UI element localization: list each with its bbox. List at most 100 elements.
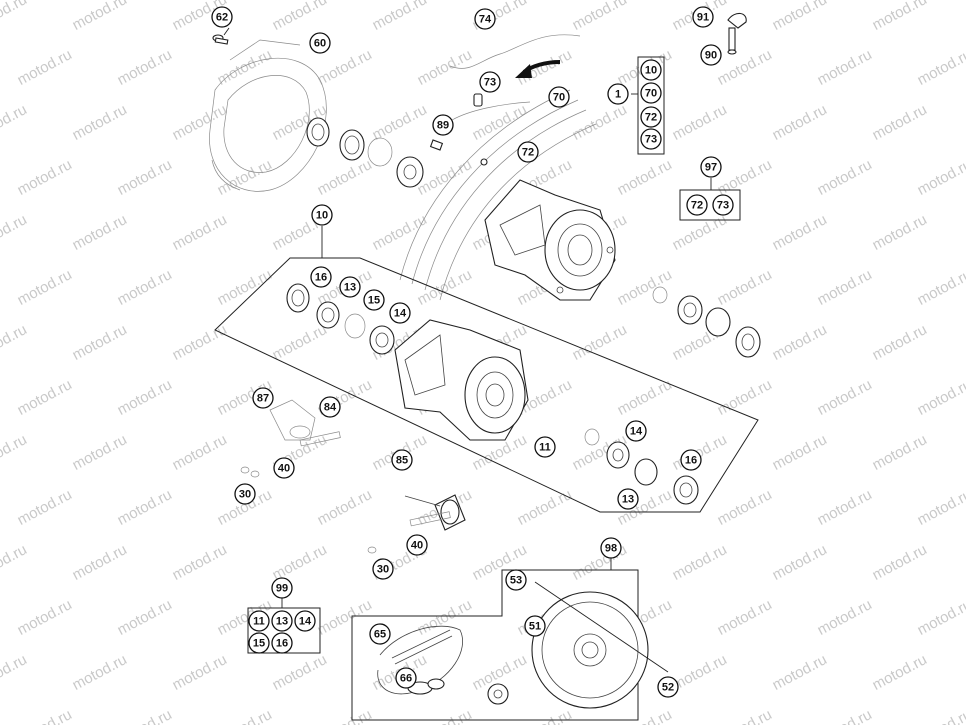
callout-90: 90 (700, 44, 722, 66)
callout-label: 30 (239, 489, 251, 501)
callout-label: 16 (685, 455, 697, 467)
callout-circle (363, 289, 385, 311)
callout-circle (700, 156, 722, 178)
callout-52: 52 (657, 676, 679, 698)
callout-circle (395, 667, 417, 689)
callout-label: 97 (705, 162, 717, 174)
left-small-parts (240, 399, 341, 478)
callout-66: 66 (395, 667, 417, 689)
callout-30: 30 (372, 558, 394, 580)
cable-74 (449, 34, 581, 69)
callout-73: 73 (479, 71, 501, 93)
callout-circle (534, 436, 556, 458)
wheel-rim (399, 89, 597, 301)
callout-circle (372, 558, 394, 580)
callout-13: 13 (617, 488, 639, 510)
callout-89: 89 (432, 114, 454, 136)
callout-98: 98 (600, 537, 622, 559)
callout-circle (271, 577, 293, 599)
callout-10: 10 (640, 59, 662, 81)
callout-circle (273, 457, 295, 479)
callout-15: 15 (363, 289, 385, 311)
callout-30: 30 (234, 483, 256, 505)
callout-70: 70 (548, 86, 570, 108)
callout-circle (712, 194, 734, 216)
callout-label: 72 (522, 147, 534, 159)
callout-label: 72 (691, 200, 703, 212)
callout-label: 15 (368, 295, 380, 307)
callout-circle (607, 83, 629, 105)
callout-circle (640, 82, 662, 104)
callout-label: 13 (344, 282, 356, 294)
callout-circle (271, 610, 293, 632)
callout-65: 65 (369, 623, 391, 645)
callout-circle (686, 194, 708, 216)
callout-label: 11 (539, 442, 551, 454)
callout-label: 13 (622, 494, 634, 506)
callout-circle (625, 420, 647, 442)
upper-bearing-stack (306, 117, 444, 188)
callout-40: 40 (273, 457, 295, 479)
brake-disc-top (209, 39, 327, 192)
callout-label: 14 (630, 426, 643, 438)
callout-label: 14 (394, 308, 407, 320)
callout-14: 14 (625, 420, 647, 442)
screw-62 (212, 34, 229, 45)
callout-circle (700, 44, 722, 66)
callout-11: 11 (534, 436, 556, 458)
kit-97-box (679, 189, 741, 221)
callout-label: 65 (374, 629, 386, 641)
callout-circle (505, 569, 527, 591)
callout-13: 13 (339, 276, 361, 298)
callout-label: 74 (479, 14, 492, 26)
callout-13: 13 (271, 610, 293, 632)
callout-circle (640, 59, 662, 81)
callout-72: 72 (517, 141, 539, 163)
callout-label: 85 (396, 455, 408, 467)
callout-60: 60 (309, 32, 331, 54)
axle-85-40 (367, 494, 466, 554)
callout-circle (248, 632, 270, 654)
callout-72: 72 (640, 106, 662, 128)
callout-label: 60 (314, 38, 326, 50)
callout-99: 99 (271, 577, 293, 599)
callout-label: 73 (484, 77, 496, 89)
callout-circle (617, 488, 639, 510)
callout-circle (211, 6, 233, 28)
callout-84: 84 (319, 396, 341, 418)
callout-10: 10 (311, 204, 333, 226)
callout-label: 62 (216, 12, 228, 24)
kit-98-outline (351, 569, 639, 721)
callout-circle (252, 387, 274, 409)
callout-circle (640, 106, 662, 128)
callout-circle (309, 32, 331, 54)
callout-51: 51 (524, 615, 546, 637)
callout-circle (474, 8, 496, 30)
hub-top (484, 179, 616, 301)
callout-62: 62 (211, 6, 233, 28)
callout-circle (369, 623, 391, 645)
callout-label: 84 (324, 402, 337, 414)
callout-label: 87 (257, 393, 269, 405)
callout-label: 40 (411, 540, 423, 552)
callout-73: 73 (640, 128, 662, 150)
callout-14: 14 (389, 302, 411, 324)
callout-circle (432, 114, 454, 136)
callout-label: 51 (529, 621, 541, 633)
callout-85: 85 (391, 449, 413, 471)
callout-circle (406, 534, 428, 556)
callout-circle (600, 537, 622, 559)
callout-circle (391, 449, 413, 471)
callout-circle (339, 276, 361, 298)
kit-98-parts (377, 581, 669, 709)
callout-label: 98 (605, 543, 617, 555)
callout-label: 10 (316, 210, 328, 222)
callout-14: 14 (294, 610, 316, 632)
callout-circle (640, 128, 662, 150)
callout-label: 15 (253, 638, 265, 650)
callout-15: 15 (248, 632, 270, 654)
callout-label: 90 (705, 50, 717, 62)
kit-10-parts (286, 283, 699, 505)
callout-53: 53 (505, 569, 527, 591)
